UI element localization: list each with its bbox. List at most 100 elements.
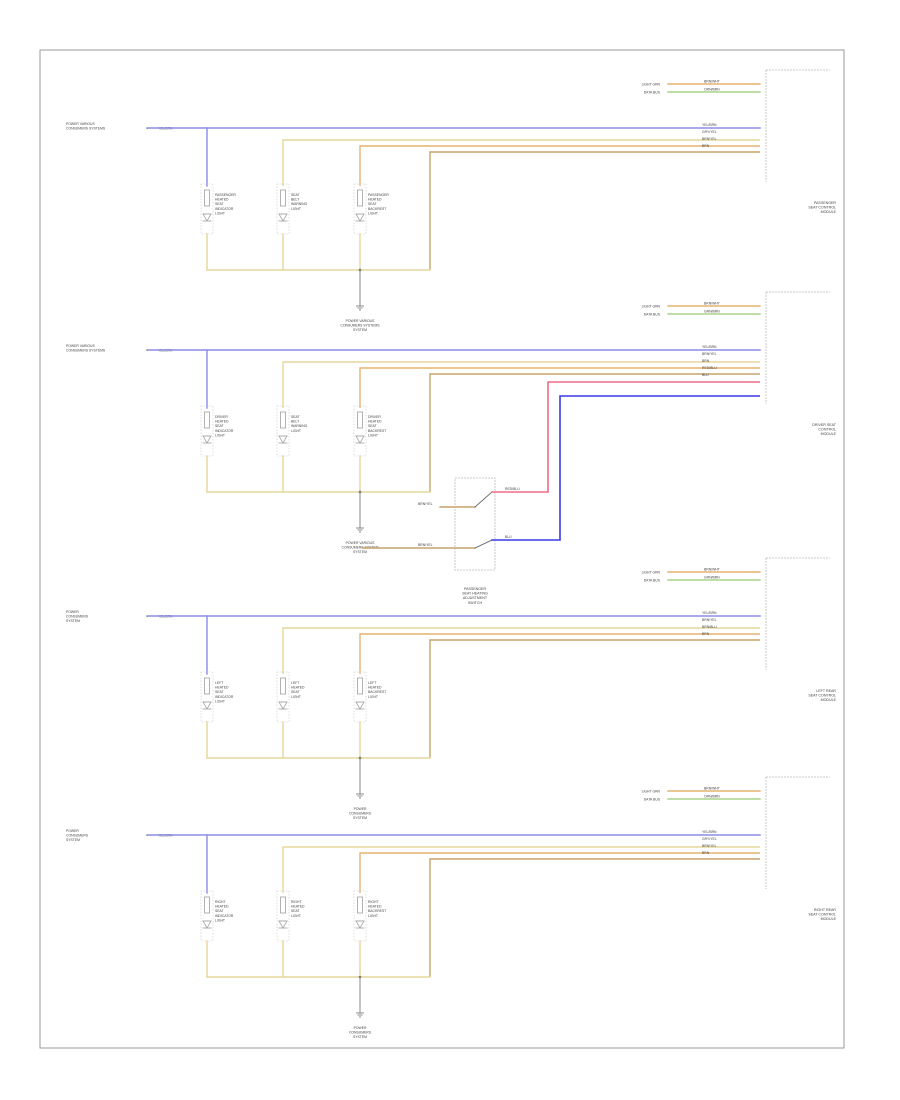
led-housing bbox=[353, 890, 367, 942]
resistor-symbol bbox=[357, 677, 363, 695]
led-label: LIGHT bbox=[215, 433, 225, 437]
module-outline bbox=[765, 291, 830, 404]
ground-ref-label: CONSUMERS bbox=[349, 1031, 372, 1035]
led-icon bbox=[278, 435, 288, 444]
wire-color-label: BRN/YEL bbox=[702, 844, 717, 848]
led-label: BELT bbox=[291, 420, 299, 424]
led-icon bbox=[355, 920, 365, 929]
led-label: RIGHT bbox=[215, 900, 226, 904]
switch-wire-label: BRN/YEL bbox=[418, 502, 433, 506]
led-housing bbox=[276, 890, 290, 942]
module-input-label: LIGHT GRN bbox=[642, 305, 661, 309]
module-name: MODULE bbox=[821, 432, 837, 436]
led3-feed-wire bbox=[359, 852, 760, 893]
resistor-symbol bbox=[204, 411, 210, 429]
return-wire bbox=[429, 373, 760, 492]
ground-ref-label: POWER bbox=[354, 807, 367, 811]
led-label: SEAT bbox=[291, 415, 300, 419]
led2-feed-wire bbox=[282, 846, 760, 893]
led-label: HEATED bbox=[368, 420, 382, 424]
wire-color-label: BRN bbox=[702, 632, 710, 636]
led-label: LIGHT bbox=[368, 211, 378, 215]
led-label: SEAT bbox=[291, 909, 300, 913]
switch-name: SEAT HEATING bbox=[462, 592, 488, 596]
diagram-border bbox=[39, 49, 845, 1049]
ground-ref-label: CONSUMERS SYSTEM bbox=[342, 546, 379, 550]
resistor-symbol bbox=[280, 677, 286, 695]
led-label: BACKREST bbox=[368, 690, 386, 694]
wire-color-label: BRN bbox=[702, 851, 710, 855]
led-icon bbox=[202, 213, 212, 222]
module-outline bbox=[765, 69, 830, 182]
switch-contact bbox=[474, 491, 493, 508]
resistor-symbol bbox=[204, 189, 210, 207]
led-label: INDICATOR bbox=[215, 695, 234, 699]
diagram-sections: POWER VARIOUS CONSUMERS SYSTEMS ● YEL/BRN PA… bbox=[66, 69, 837, 1039]
led-label: DRIVER bbox=[215, 415, 228, 419]
led-icon bbox=[355, 435, 365, 444]
wire-color-label: YEL/BRN bbox=[702, 345, 717, 349]
led2-feed-wire bbox=[282, 627, 760, 674]
led-housing bbox=[200, 405, 214, 457]
led-icon bbox=[355, 213, 365, 222]
switch-wire-label: RED/BLU bbox=[505, 487, 520, 491]
led-housing bbox=[353, 183, 367, 235]
wire-color-label: RED/BLU bbox=[702, 366, 717, 370]
led-label: HEATED bbox=[291, 686, 305, 690]
module-input-wire-label: BRN/WHT bbox=[704, 787, 720, 791]
wire-color-label: BRN/YEL bbox=[702, 618, 717, 622]
wire-color-label: YEL/BRN bbox=[702, 611, 717, 615]
led-label: LIGHT bbox=[215, 918, 225, 922]
section-3: POWERCONSUMERSSYSTEM●YEL/BRNLEFTHEATEDSE… bbox=[66, 557, 837, 820]
module-name: MODULE bbox=[821, 210, 837, 214]
module-input-label: DATA BUS bbox=[644, 91, 661, 95]
wire-color-label: GRY/YEL bbox=[702, 837, 717, 841]
module-name: PASSENGER bbox=[814, 201, 837, 205]
led3-feed-wire bbox=[359, 145, 760, 186]
ground-icon bbox=[356, 305, 364, 311]
return-wire bbox=[429, 858, 760, 977]
switch-name: ADJUSTMENT bbox=[463, 596, 488, 600]
led-label: PASSENGER bbox=[215, 193, 236, 197]
switch-outline bbox=[454, 477, 496, 571]
power-source-dot: ● bbox=[146, 833, 148, 837]
switch-contact bbox=[474, 539, 493, 549]
led-label: SEAT bbox=[291, 193, 300, 197]
module-name: CONTROL bbox=[818, 428, 836, 432]
power-source-label: POWER VARIOUS bbox=[66, 122, 95, 126]
led2-feed-wire bbox=[282, 139, 760, 186]
module-name: MODULE bbox=[821, 917, 837, 921]
led-label: BACKREST bbox=[368, 909, 386, 913]
module-name: LEFT REAR bbox=[816, 689, 836, 693]
led-housing bbox=[200, 183, 214, 235]
led-label: LIGHT bbox=[291, 429, 301, 433]
led3-feed-wire bbox=[359, 367, 760, 408]
module-outline bbox=[765, 776, 830, 889]
wire-color-label: BLU bbox=[702, 373, 709, 377]
section-4: POWER CONSUMERS SYSTEM ● YEL/BRN RIGHT HEATEDS… bbox=[66, 776, 837, 1039]
led-label: HEATED bbox=[215, 420, 229, 424]
led-icon bbox=[278, 701, 288, 710]
resistor-symbol bbox=[280, 189, 286, 207]
ground-icon bbox=[356, 527, 364, 533]
wire-color-label: YEL/BRN bbox=[702, 830, 717, 834]
ground-icon bbox=[356, 793, 364, 799]
module-input-label: LIGHT GRN bbox=[642, 83, 661, 87]
led-label: HEATED bbox=[291, 905, 305, 909]
return-wire bbox=[429, 639, 760, 758]
led-label: LIGHT bbox=[368, 695, 378, 699]
wire-color-label: BRN bbox=[702, 144, 710, 148]
led-housing bbox=[276, 671, 290, 723]
module-input-wire-label: GRN/BRN bbox=[704, 310, 720, 314]
module-name: MODULE bbox=[821, 698, 837, 702]
led-label: INDICATOR bbox=[215, 429, 234, 433]
blu-wire bbox=[559, 395, 760, 540]
module-input-wire-label: BRN/WHT bbox=[704, 568, 720, 572]
module-input-wire-label: BRN/WHT bbox=[704, 302, 720, 306]
module-input-label: LIGHT GRN bbox=[642, 571, 661, 575]
ground-ref-label: SYSTEM bbox=[353, 816, 367, 820]
power-source-label: POWER bbox=[66, 610, 79, 614]
led-label: LEFT bbox=[291, 681, 299, 685]
power-source-label: SYSTEM bbox=[66, 619, 80, 623]
power-source-label: CONSUMERS SYSTEMS bbox=[66, 349, 106, 353]
